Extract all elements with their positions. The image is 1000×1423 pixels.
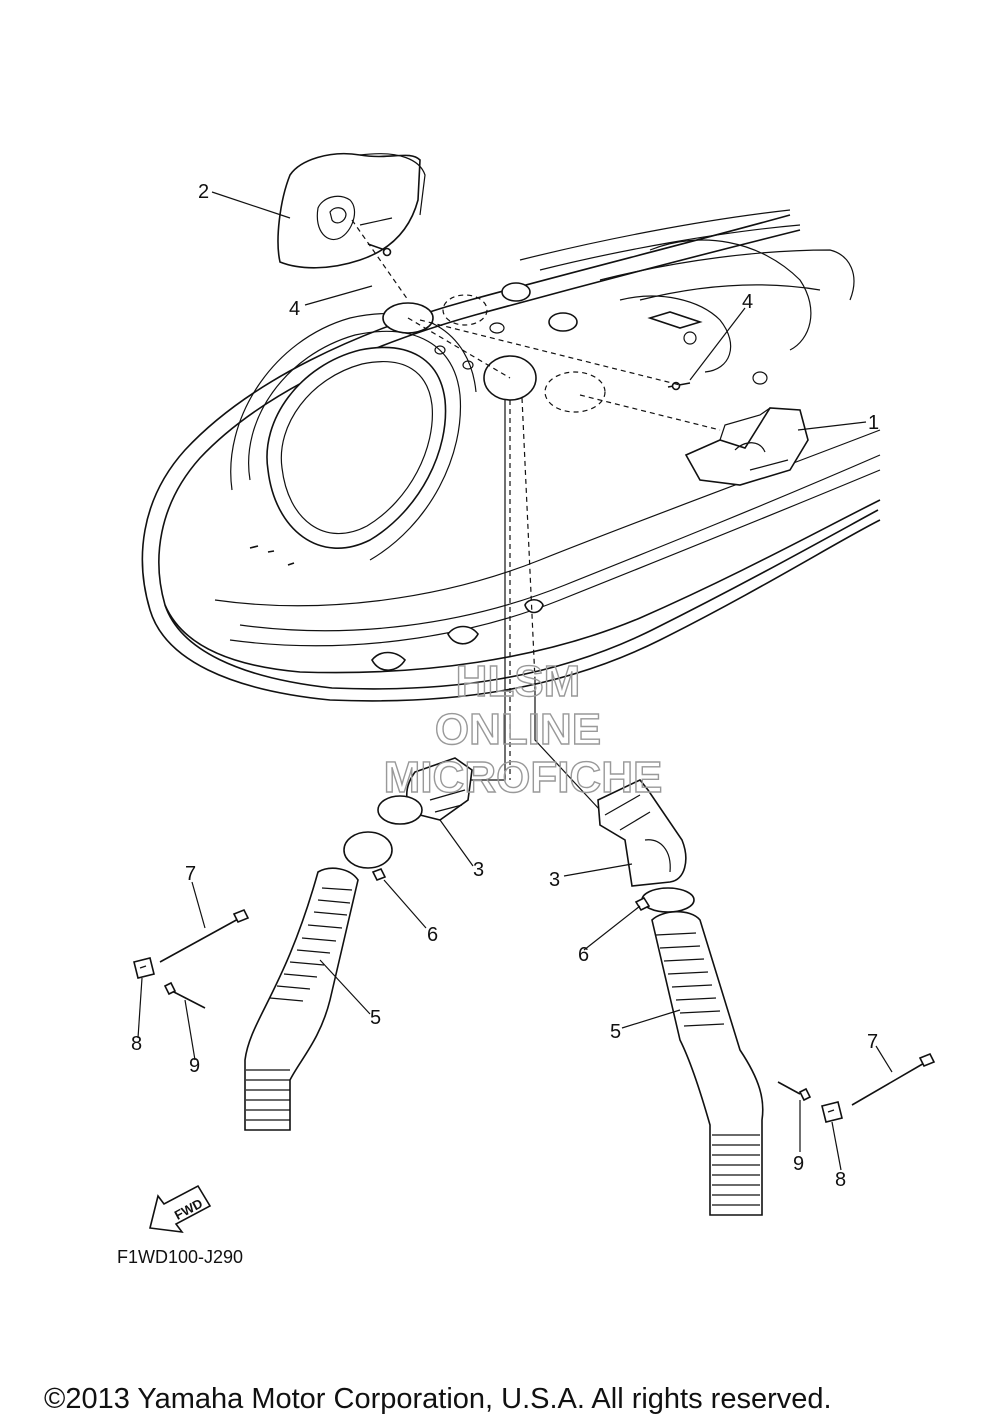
callout-9-right: 9 (793, 1153, 804, 1175)
callout-8-right: 8 (835, 1169, 846, 1191)
callout-3-right: 3 (549, 869, 560, 891)
callout-2: 2 (198, 181, 209, 203)
callout-9-left: 9 (189, 1055, 200, 1077)
watermark-line-2: ONLINE (435, 705, 601, 754)
callout-7-left: 7 (185, 863, 196, 885)
callout-1: 1 (868, 412, 879, 434)
watermark: HLSM ONLINE MICROFICHE (383, 656, 663, 802)
part-3-elbow-left (377, 757, 473, 825)
part-1-duct-cover (684, 407, 809, 486)
part-6-clamp-right (634, 887, 695, 913)
leader-lines (137, 191, 893, 1171)
callout-5-right: 5 (610, 1021, 621, 1043)
fwd-arrow-icon: FWD (149, 1184, 212, 1234)
callout-8-left: 8 (131, 1033, 142, 1055)
copyright-notice: ©2013 Yamaha Motor Corporation, U.S.A. A… (44, 1383, 832, 1415)
part-8-holder-left (133, 957, 155, 979)
part-9-rivet-right (777, 1081, 812, 1102)
callout-6-right: 6 (578, 944, 589, 966)
part-2-duct-cover (277, 152, 426, 269)
part-6-clamp-left (343, 831, 393, 882)
part-8-holder-right (821, 1101, 843, 1123)
part-4-grommet-left (367, 243, 392, 257)
hull-deck (141, 209, 881, 702)
part-5-hose-right (651, 910, 764, 1216)
watermark-line-3: MICROFICHE (384, 753, 663, 802)
callout-7-right: 7 (867, 1031, 878, 1053)
callout-4-right: 4 (742, 291, 753, 313)
part-5-hose-left (244, 867, 359, 1131)
part-7-cable-tie-right (851, 1052, 936, 1106)
part-9-rivet-left (163, 981, 206, 1009)
callout-6-left: 6 (427, 924, 438, 946)
part-4-grommet-right (667, 381, 691, 391)
callout-4-left: 4 (289, 298, 300, 320)
part-3-elbow-right (597, 779, 687, 887)
callout-5-left: 5 (370, 1007, 381, 1029)
callout-3-left: 3 (473, 859, 484, 881)
watermark-line-1: HLSM (456, 657, 581, 706)
assembly-lines (351, 219, 721, 811)
part-7-cable-tie-left (159, 908, 250, 963)
figure-code: F1WD100-J290 (117, 1247, 243, 1267)
